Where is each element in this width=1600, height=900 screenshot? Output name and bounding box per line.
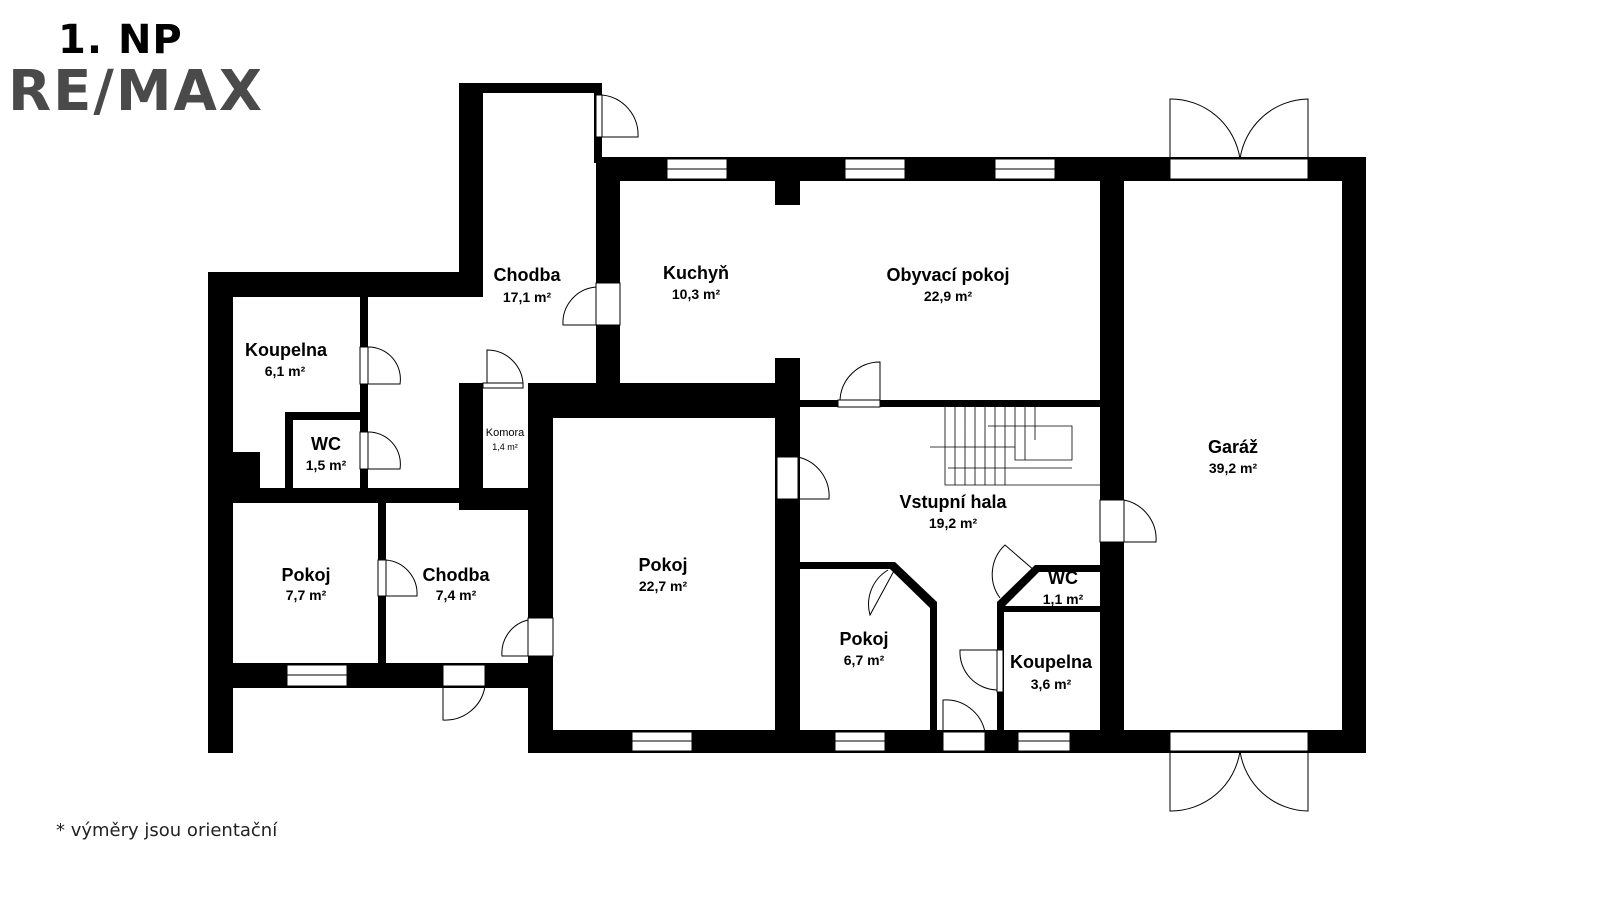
room-area: 22,7 m² [639, 578, 688, 594]
windows [286, 158, 1071, 752]
staircase [930, 407, 1100, 486]
room-name: Garáž [1208, 437, 1258, 457]
room-area: 7,4 m² [436, 587, 477, 603]
room-area: 7,7 m² [286, 587, 327, 603]
room-area: 17,1 m² [503, 289, 552, 305]
room-area: 22,9 m² [924, 288, 973, 304]
room-area: 6,1 m² [265, 363, 306, 379]
room-name: WC [311, 434, 341, 454]
room-area: 3,6 m² [1031, 676, 1072, 692]
room-name: Koupelna [1010, 652, 1093, 672]
room-area: 39,2 m² [1209, 460, 1258, 476]
room-name: Pokoj [281, 565, 330, 585]
room-name: Obyvací pokoj [886, 265, 1009, 285]
room-name: Koupelna [245, 340, 328, 360]
footnote: * výměry jsou orientační [56, 820, 278, 841]
room-name: Pokoj [638, 555, 687, 575]
room-area: 1,4 m² [492, 442, 518, 452]
room-name: Vstupní hala [899, 492, 1007, 512]
room-labels: Chodba 17,1 m² Koupelna 6,1 m² WC 1,5 m²… [245, 263, 1258, 692]
room-area: 10,3 m² [672, 286, 721, 302]
room-name: Chodba [423, 565, 491, 585]
room-name: Chodba [494, 265, 562, 285]
room-area: 19,2 m² [929, 515, 978, 531]
room-area: 1,1 m² [1043, 591, 1084, 607]
room-name: Kuchyň [663, 263, 729, 283]
room-area: 1,5 m² [306, 457, 347, 473]
room-name: Komora [486, 427, 525, 439]
floor-title: 1. NP [58, 17, 183, 63]
room-name: Pokoj [839, 629, 888, 649]
walls [208, 83, 1366, 753]
doors [359, 94, 1309, 812]
room-area: 6,7 m² [844, 652, 885, 668]
remax-logo: RE/MAX [8, 59, 265, 124]
room-name: WC [1048, 568, 1078, 588]
